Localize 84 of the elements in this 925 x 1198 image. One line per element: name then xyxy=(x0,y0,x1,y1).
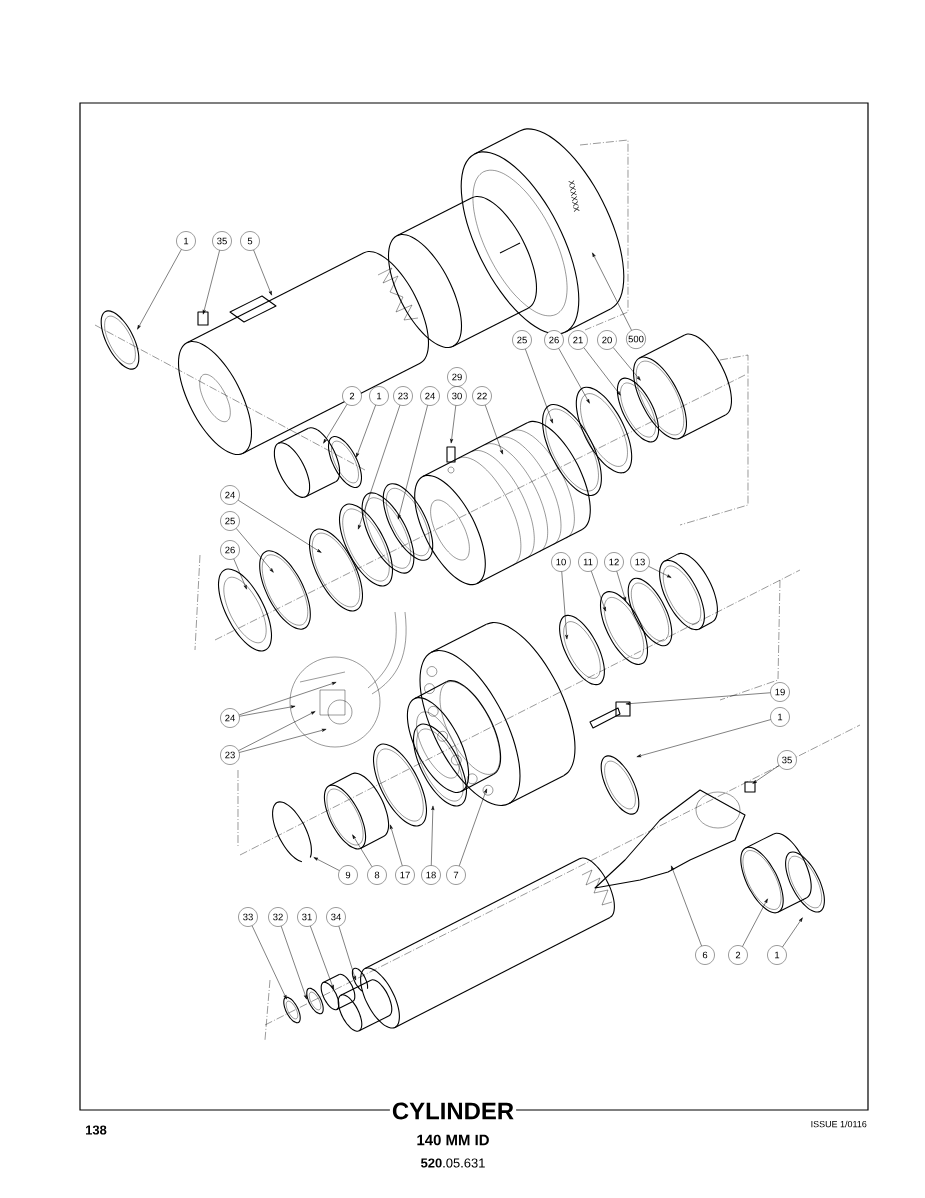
leader-line xyxy=(612,347,641,381)
callout-number: 1 xyxy=(770,707,790,727)
leader-line xyxy=(236,528,274,573)
leader-line xyxy=(233,558,247,590)
callout-number: 10 xyxy=(551,552,571,572)
leader-line xyxy=(310,925,334,990)
leader-line xyxy=(356,404,376,458)
callout-number: 33 xyxy=(238,907,258,927)
leader-line xyxy=(313,857,340,871)
callout-number: 22 xyxy=(472,386,492,406)
callout-number: 6 xyxy=(695,945,715,965)
callout-number: 26 xyxy=(220,540,240,560)
leader-line xyxy=(459,788,487,867)
callout-number: 18 xyxy=(421,865,441,885)
leader-line xyxy=(239,705,296,717)
callout-number: 1 xyxy=(369,386,389,406)
callout-number: 25 xyxy=(512,330,532,350)
callout-number: 12 xyxy=(604,552,624,572)
leader-line xyxy=(323,404,348,444)
callout-number: 24 xyxy=(420,386,440,406)
leader-line xyxy=(238,682,337,716)
callout-number: 26 xyxy=(544,330,564,350)
leader-line xyxy=(338,926,356,981)
leader-line xyxy=(561,571,569,640)
callout-number: 17 xyxy=(395,865,415,885)
title: CYLINDER xyxy=(389,1102,517,1120)
leader-line xyxy=(450,405,457,444)
callout-number: 2 xyxy=(728,945,748,965)
leader-line xyxy=(782,917,803,948)
callout-number: 30 xyxy=(447,386,467,406)
leader-line xyxy=(390,824,403,866)
leader-line xyxy=(583,347,621,396)
leader-line xyxy=(253,249,272,296)
leader-line xyxy=(648,566,672,578)
leader-line xyxy=(251,925,287,1000)
leader-line xyxy=(752,765,780,784)
leader-line xyxy=(137,249,182,330)
leader-line xyxy=(238,711,316,751)
callout-number: 21 xyxy=(568,330,588,350)
callout-number: 5 xyxy=(240,231,260,251)
callout-number: 1 xyxy=(767,945,787,965)
callout-number: 9 xyxy=(338,865,358,885)
callout-number: 7 xyxy=(446,865,466,885)
leader-line xyxy=(280,925,307,1000)
leader-line xyxy=(397,405,428,520)
leader-line xyxy=(592,252,632,331)
callout-number: 500 xyxy=(626,329,646,349)
leader-line xyxy=(636,719,771,758)
callout-number: 35 xyxy=(212,231,232,251)
callout-number: 8 xyxy=(367,865,387,885)
leader-line xyxy=(742,898,768,947)
leader-line xyxy=(616,571,626,602)
callout-number: 20 xyxy=(597,330,617,350)
callout-number: 31 xyxy=(297,907,317,927)
leader-line xyxy=(202,250,220,315)
subtitle: 140 MM ID xyxy=(417,1134,489,1146)
callout-number: 35 xyxy=(777,750,797,770)
leader-line xyxy=(525,348,553,424)
leader-line xyxy=(239,728,327,753)
issue-number: ISSUE 1/0116 xyxy=(811,1120,867,1128)
leader-line xyxy=(485,404,503,455)
page-number: 138 xyxy=(86,1125,107,1135)
callout-number: 23 xyxy=(220,745,240,765)
callout-number: 24 xyxy=(220,485,240,505)
callout-number: 11 xyxy=(578,552,598,572)
leader-line xyxy=(352,834,373,867)
callout-number: 1 xyxy=(176,231,196,251)
callout-number: 32 xyxy=(268,907,288,927)
drawing-number: 520.05.631 xyxy=(421,1158,485,1168)
callout-number: 13 xyxy=(630,552,650,572)
leader-line xyxy=(358,404,401,530)
leader-line xyxy=(591,570,606,612)
callout-number: 2 xyxy=(342,386,362,406)
leader-line xyxy=(625,692,771,706)
callout-number: 19 xyxy=(770,682,790,702)
callout-number: 29 xyxy=(447,367,467,387)
callout-number: 25 xyxy=(220,511,240,531)
leader-line xyxy=(237,499,322,553)
callout-number: 34 xyxy=(326,907,346,927)
callout-number: 23 xyxy=(393,386,413,406)
leader-line xyxy=(431,805,435,866)
callout-number: 24 xyxy=(220,708,240,728)
leader-line xyxy=(558,348,590,404)
leader-line xyxy=(671,865,702,947)
